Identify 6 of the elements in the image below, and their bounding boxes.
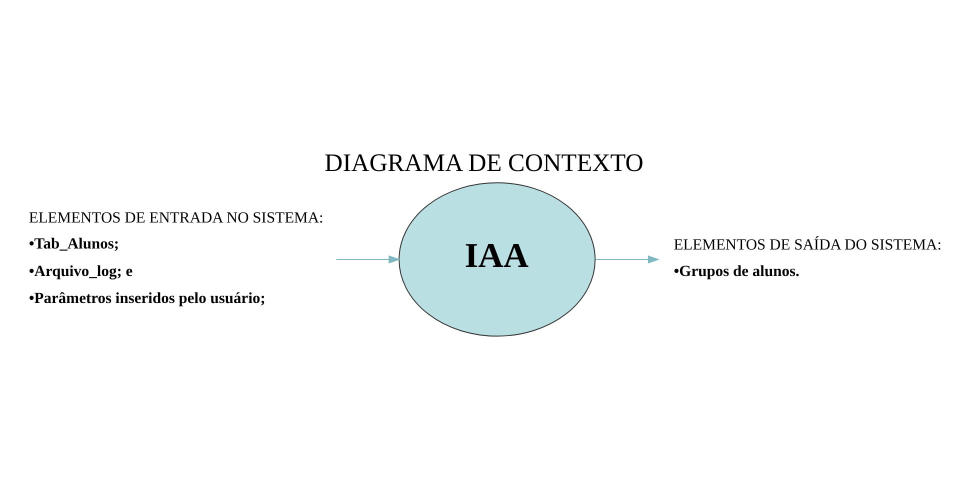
diagram-title: DIAGRAMA DE CONTEXTO — [324, 150, 644, 177]
node-ellipse: IAA — [398, 182, 596, 337]
node-text: ELEMENTOS DE ENTRADA NO SISTEMA: •Tab_Alunos; •Arquivo_log; e •Parâmetros inseridos pelo usuário; — [28, 209, 324, 307]
arrow — [336, 255, 400, 264]
node-text: ELEMENTOS DE SAÍDA DO SISTEMA: •Grupos de alunos. — [674, 236, 942, 280]
arrow — [594, 255, 660, 264]
